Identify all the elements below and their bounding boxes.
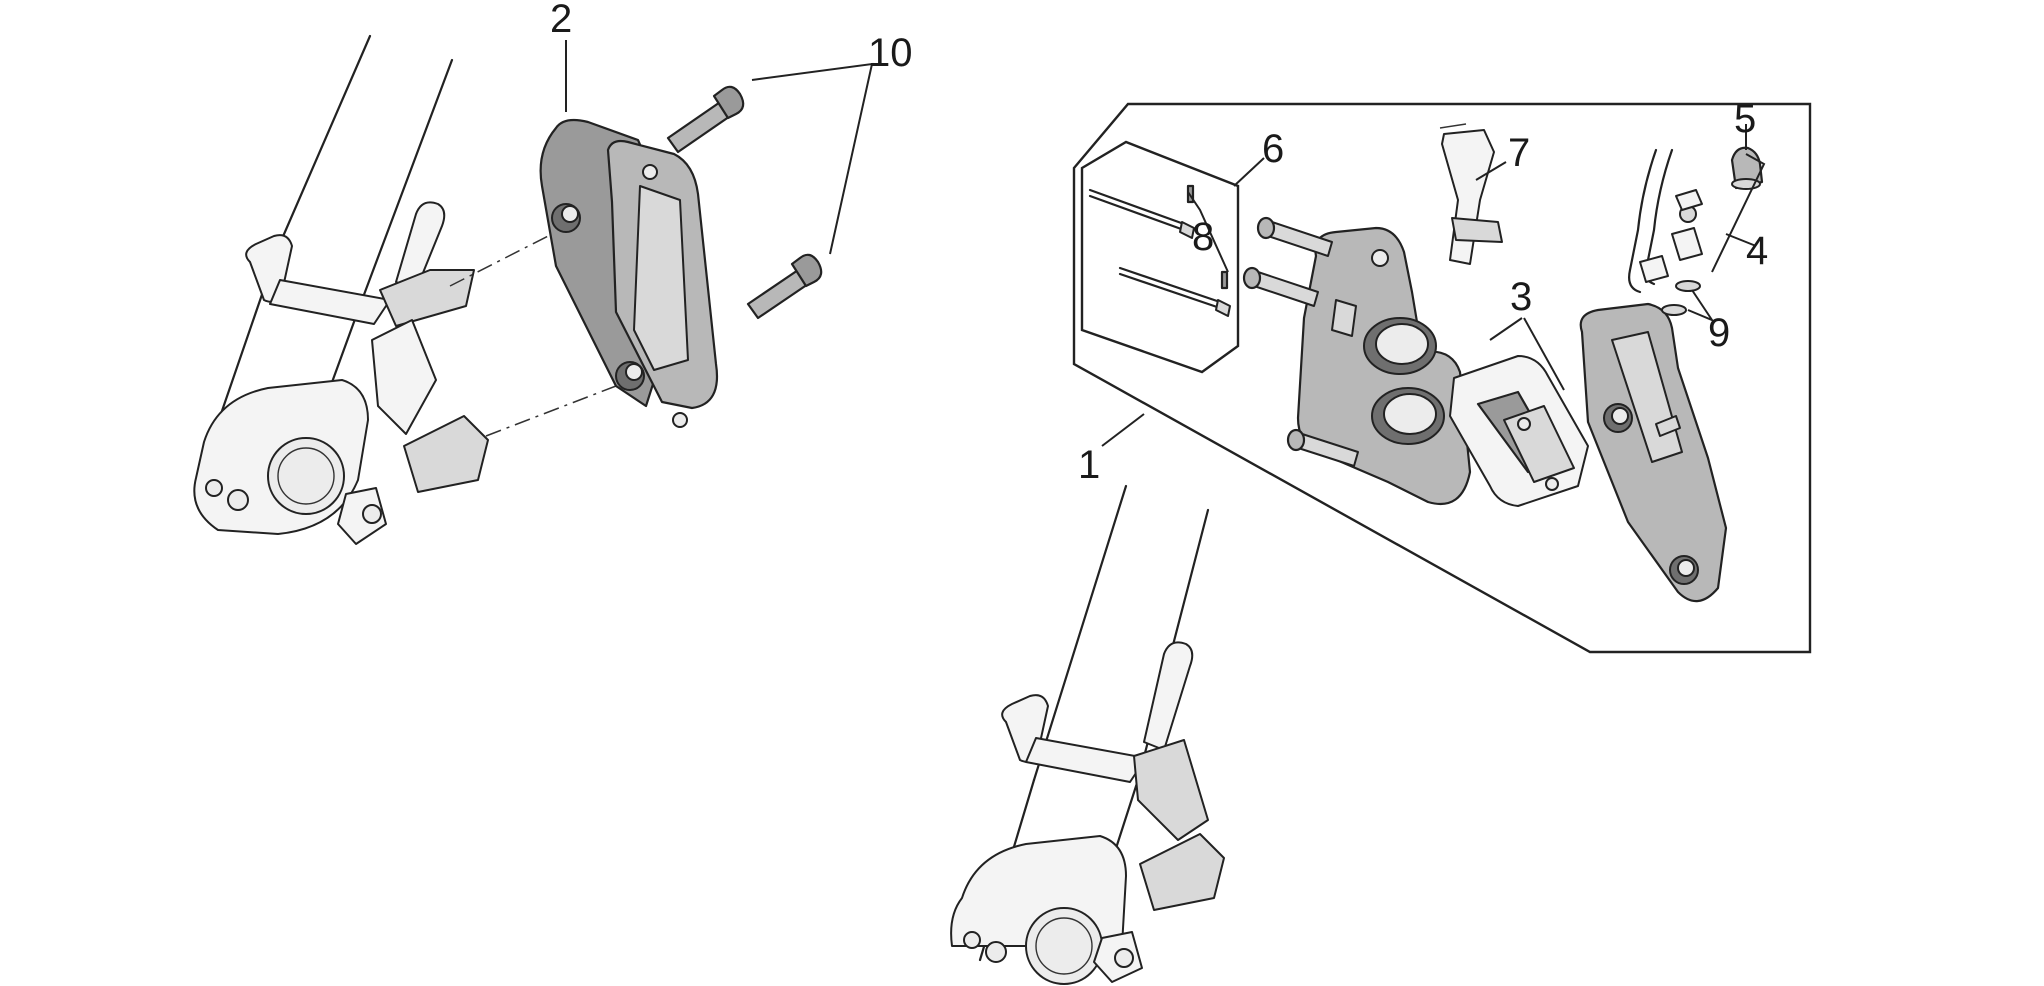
fork-leg-bottom — [950, 484, 1225, 985]
brake-hose-fitting — [1628, 148, 1703, 316]
callout-9: 9 — [1708, 311, 1730, 355]
callout-7: 7 — [1508, 131, 1530, 175]
callout-3: 3 — [1510, 275, 1532, 319]
caliper-bolt-a — [1256, 216, 1333, 257]
kit-outline-frame — [1072, 102, 1812, 654]
callout-4: 4 — [1746, 229, 1768, 273]
callout-labels: 2 10 1 6 7 8 3 4 5 9 — [550, 0, 1768, 487]
pad-spring — [1439, 123, 1503, 265]
caliper-half-inner — [1296, 226, 1472, 506]
brake-caliper-mounted — [539, 118, 719, 428]
callout-8: 8 — [1192, 215, 1214, 259]
leader-lines — [565, 40, 1766, 447]
alignment-lines-left — [449, 231, 617, 437]
pad-pin-kit-box — [1080, 140, 1240, 374]
callout-10: 10 — [868, 31, 913, 75]
callout-6: 6 — [1262, 127, 1284, 171]
caliper-bolt-c — [1286, 428, 1359, 467]
mounting-bolt-lower — [746, 253, 823, 320]
fork-leg-left — [193, 34, 489, 545]
caliper-bolt-b — [1242, 266, 1319, 307]
callout-1: 1 — [1078, 443, 1100, 487]
caliper-half-outer — [1579, 302, 1728, 603]
mounting-bolt-upper — [666, 85, 745, 154]
callout-2: 2 — [550, 0, 572, 41]
brake-pads — [1449, 355, 1589, 507]
callout-5: 5 — [1734, 97, 1756, 141]
